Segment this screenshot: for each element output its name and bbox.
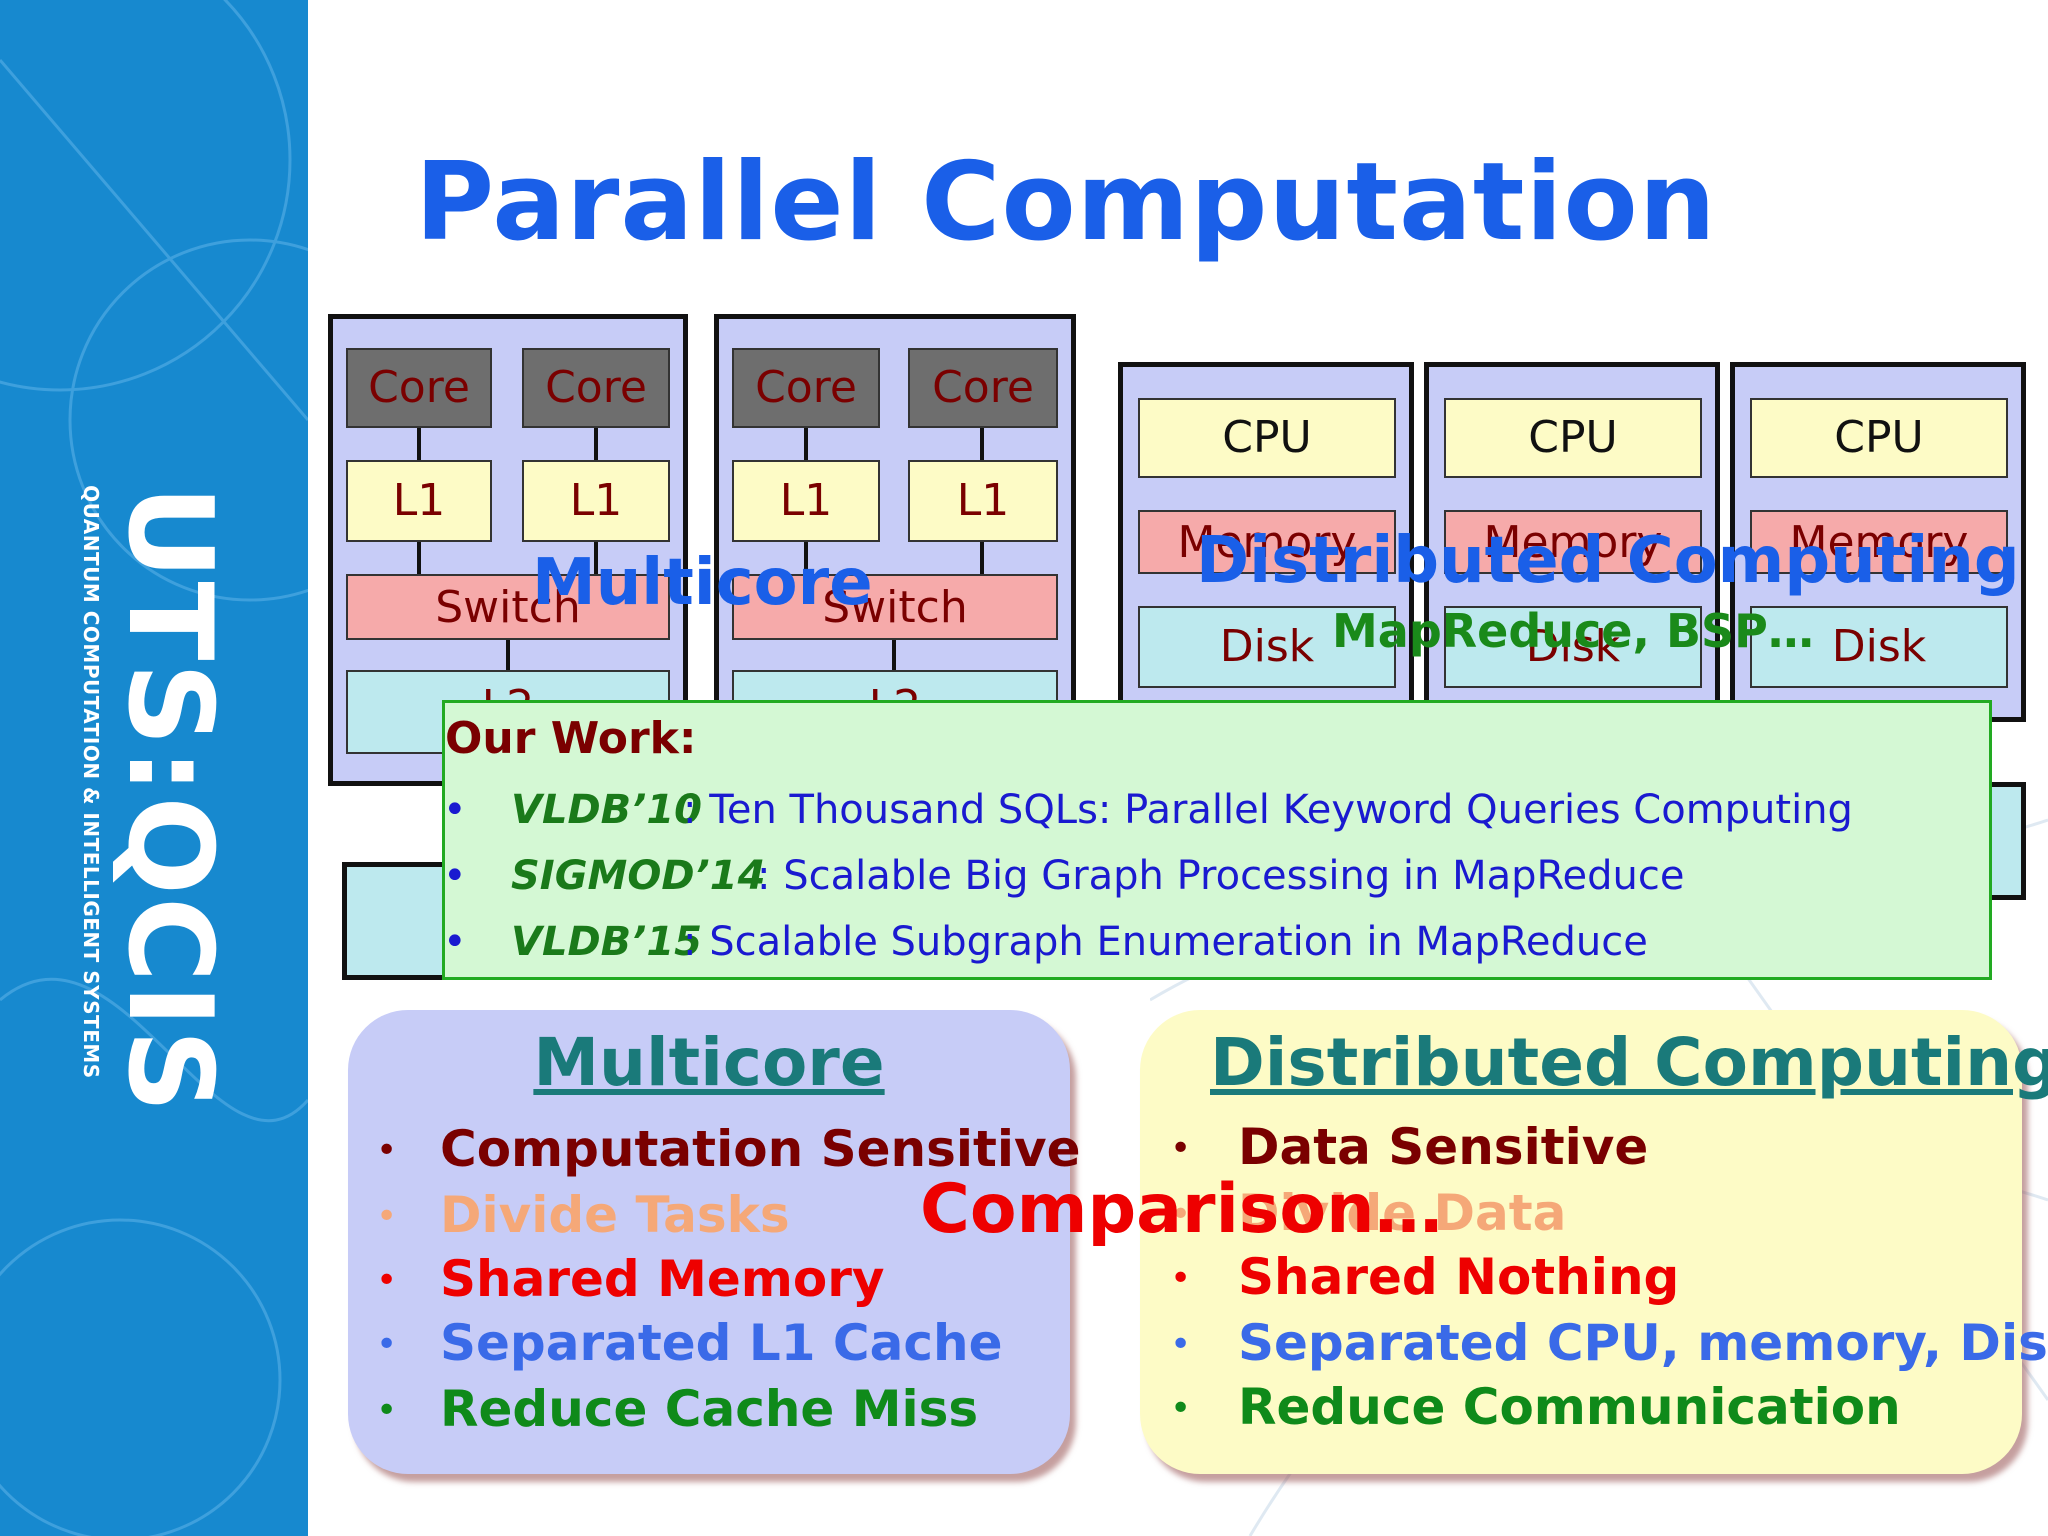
multicore-card-item: Reduce Cache Miss bbox=[440, 1380, 979, 1438]
multicore-card-item: Separated L1 Cache bbox=[440, 1314, 1003, 1372]
our-work-box: Our Work: • VLDB’10 : Ten Thousand SQLs:… bbox=[442, 700, 1992, 980]
publication-venue: SIGMOD’14 bbox=[511, 853, 766, 899]
bullet: • bbox=[1170, 1194, 1192, 1235]
bullet: • bbox=[376, 1130, 398, 1171]
connector bbox=[506, 638, 510, 672]
core-box: Core bbox=[522, 348, 670, 428]
connector bbox=[417, 424, 421, 464]
publication-title: : Ten Thousand SQLs: Parallel Keyword Qu… bbox=[683, 787, 1853, 833]
disk-box: Disk bbox=[1444, 606, 1702, 688]
publication-title: : Scalable Big Graph Processing in MapRe… bbox=[757, 853, 1685, 899]
core-box: Core bbox=[346, 348, 492, 428]
logo-sub-text: QUANTUM COMPUTATION & INTELLIGENT SYSTEM… bbox=[79, 485, 103, 1079]
switch-box: Switch bbox=[346, 574, 670, 640]
page-title: Parallel Computation bbox=[415, 140, 1717, 265]
multicore-card: Multicore • Computation Sensitive • Divi… bbox=[348, 1010, 1081, 1474]
publication-venue: VLDB’15 bbox=[511, 919, 702, 965]
our-work-heading: Our Work: bbox=[445, 713, 697, 764]
bullet: • bbox=[1170, 1128, 1192, 1169]
connector bbox=[804, 540, 808, 576]
disk-box: Disk bbox=[1138, 606, 1396, 688]
sidebar-decoration bbox=[0, 0, 308, 1536]
connector bbox=[594, 424, 598, 464]
core-box: Core bbox=[732, 348, 880, 428]
connector bbox=[980, 540, 984, 576]
publication-venue: VLDB’10 bbox=[511, 787, 702, 833]
cpu-box: CPU bbox=[1138, 398, 1396, 478]
memory-box: Memory bbox=[1138, 510, 1396, 574]
memory-box: Memory bbox=[1750, 510, 2008, 574]
bullet: • bbox=[376, 1324, 398, 1365]
connector bbox=[804, 424, 808, 464]
bullet: • bbox=[1170, 1324, 1192, 1365]
l1-cache-box: L1 bbox=[522, 460, 670, 542]
publication-title: : Scalable Subgraph Enumeration in MapRe… bbox=[683, 919, 1648, 965]
bullet: • bbox=[443, 919, 467, 965]
multicore-card-item: Shared Memory bbox=[440, 1250, 885, 1308]
switch-box: Switch bbox=[732, 574, 1058, 640]
bullet: • bbox=[376, 1260, 398, 1301]
frameworks-label: MapReduce, BSP… bbox=[1332, 604, 1814, 658]
cpu-box: CPU bbox=[1444, 398, 1702, 478]
distributed-card-item: Data Sensitive bbox=[1238, 1118, 1649, 1176]
bullet: • bbox=[1170, 1258, 1192, 1299]
distributed-card-item: Divide Data bbox=[1238, 1184, 1567, 1242]
distributed-overlay-label: Distributed Computing bbox=[1196, 524, 2020, 598]
distributed-card: Distributed Computing • Data Sensitive •… bbox=[1140, 1010, 2048, 1474]
logo: UTS:QCIS QUANTUM COMPUTATION & INTELLIGE… bbox=[79, 485, 237, 1115]
distributed-card-item: Shared Nothing bbox=[1238, 1248, 1680, 1306]
l1-cache-box: L1 bbox=[732, 460, 880, 542]
sidebar: UTS:QCIS QUANTUM COMPUTATION & INTELLIGE… bbox=[0, 0, 308, 1536]
disk-box: Disk bbox=[1750, 606, 2008, 688]
multicore-overlay-label: Multicore bbox=[532, 546, 873, 620]
bullet: • bbox=[1170, 1388, 1192, 1429]
cpu-box: CPU bbox=[1750, 398, 2008, 478]
distributed-card-item: Reduce Communication bbox=[1238, 1378, 1901, 1436]
connector bbox=[892, 638, 896, 672]
l1-cache-box: L1 bbox=[908, 460, 1058, 542]
bullet: • bbox=[443, 787, 467, 833]
multicore-card-item: Divide Tasks bbox=[440, 1186, 790, 1244]
distributed-card-item: Separated CPU, memory, Disk bbox=[1238, 1314, 2048, 1372]
bullet: • bbox=[443, 853, 467, 899]
connector bbox=[417, 540, 421, 576]
memory-box: Memory bbox=[1444, 510, 1702, 574]
core-box: Core bbox=[908, 348, 1058, 428]
connector bbox=[594, 540, 598, 576]
multicore-card-item: Computation Sensitive bbox=[440, 1120, 1081, 1178]
bullet: • bbox=[376, 1390, 398, 1431]
connector bbox=[980, 424, 984, 464]
l1-cache-box: L1 bbox=[346, 460, 492, 542]
logo-main-text: UTS:QCIS bbox=[102, 485, 237, 1115]
comparison-label: Comparison… bbox=[920, 1170, 1443, 1249]
multicore-card-title: Multicore bbox=[533, 1024, 885, 1101]
distributed-card-title: Distributed Computing bbox=[1210, 1024, 2048, 1101]
bullet: • bbox=[376, 1196, 398, 1237]
